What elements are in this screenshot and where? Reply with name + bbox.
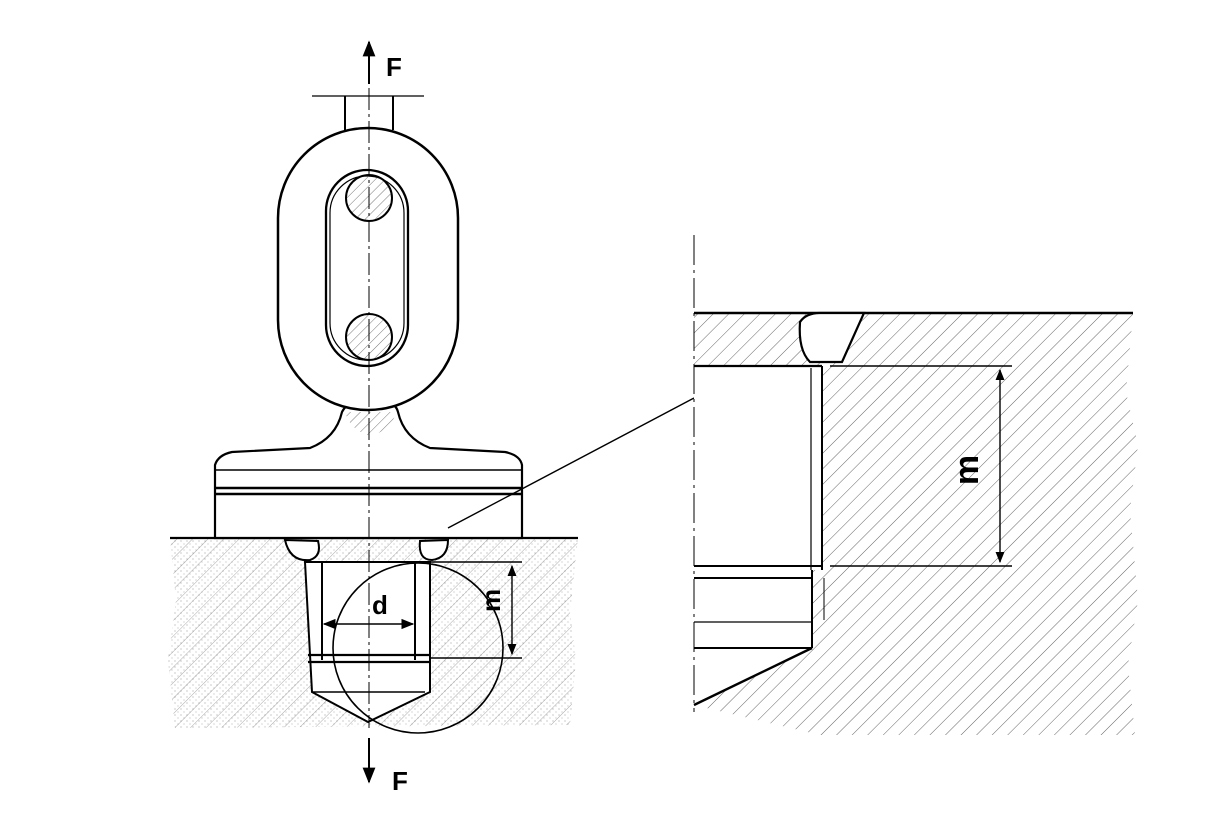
detail-material: [694, 313, 1138, 735]
detail-circle: [332, 562, 504, 734]
detail-depth-label: m: [948, 455, 986, 485]
eyebolt-eye: [276, 95, 460, 412]
force-bottom-label: F: [392, 766, 408, 796]
threaded-hole: [303, 561, 431, 724]
force-top-label: F: [386, 52, 402, 82]
thread-depth-label: m: [476, 589, 506, 612]
detail-leader: [447, 397, 695, 529]
detail-weld-bead: [798, 311, 866, 364]
main-view: F F d m: [168, 40, 578, 796]
weld-beads: [283, 538, 450, 562]
diameter-label: d: [372, 590, 388, 620]
detail-depth-dimension: [830, 365, 1012, 567]
thread-depth-dimension: [430, 561, 522, 659]
detail-hole-lines: [693, 364, 825, 707]
detail-view: m: [693, 235, 1138, 735]
